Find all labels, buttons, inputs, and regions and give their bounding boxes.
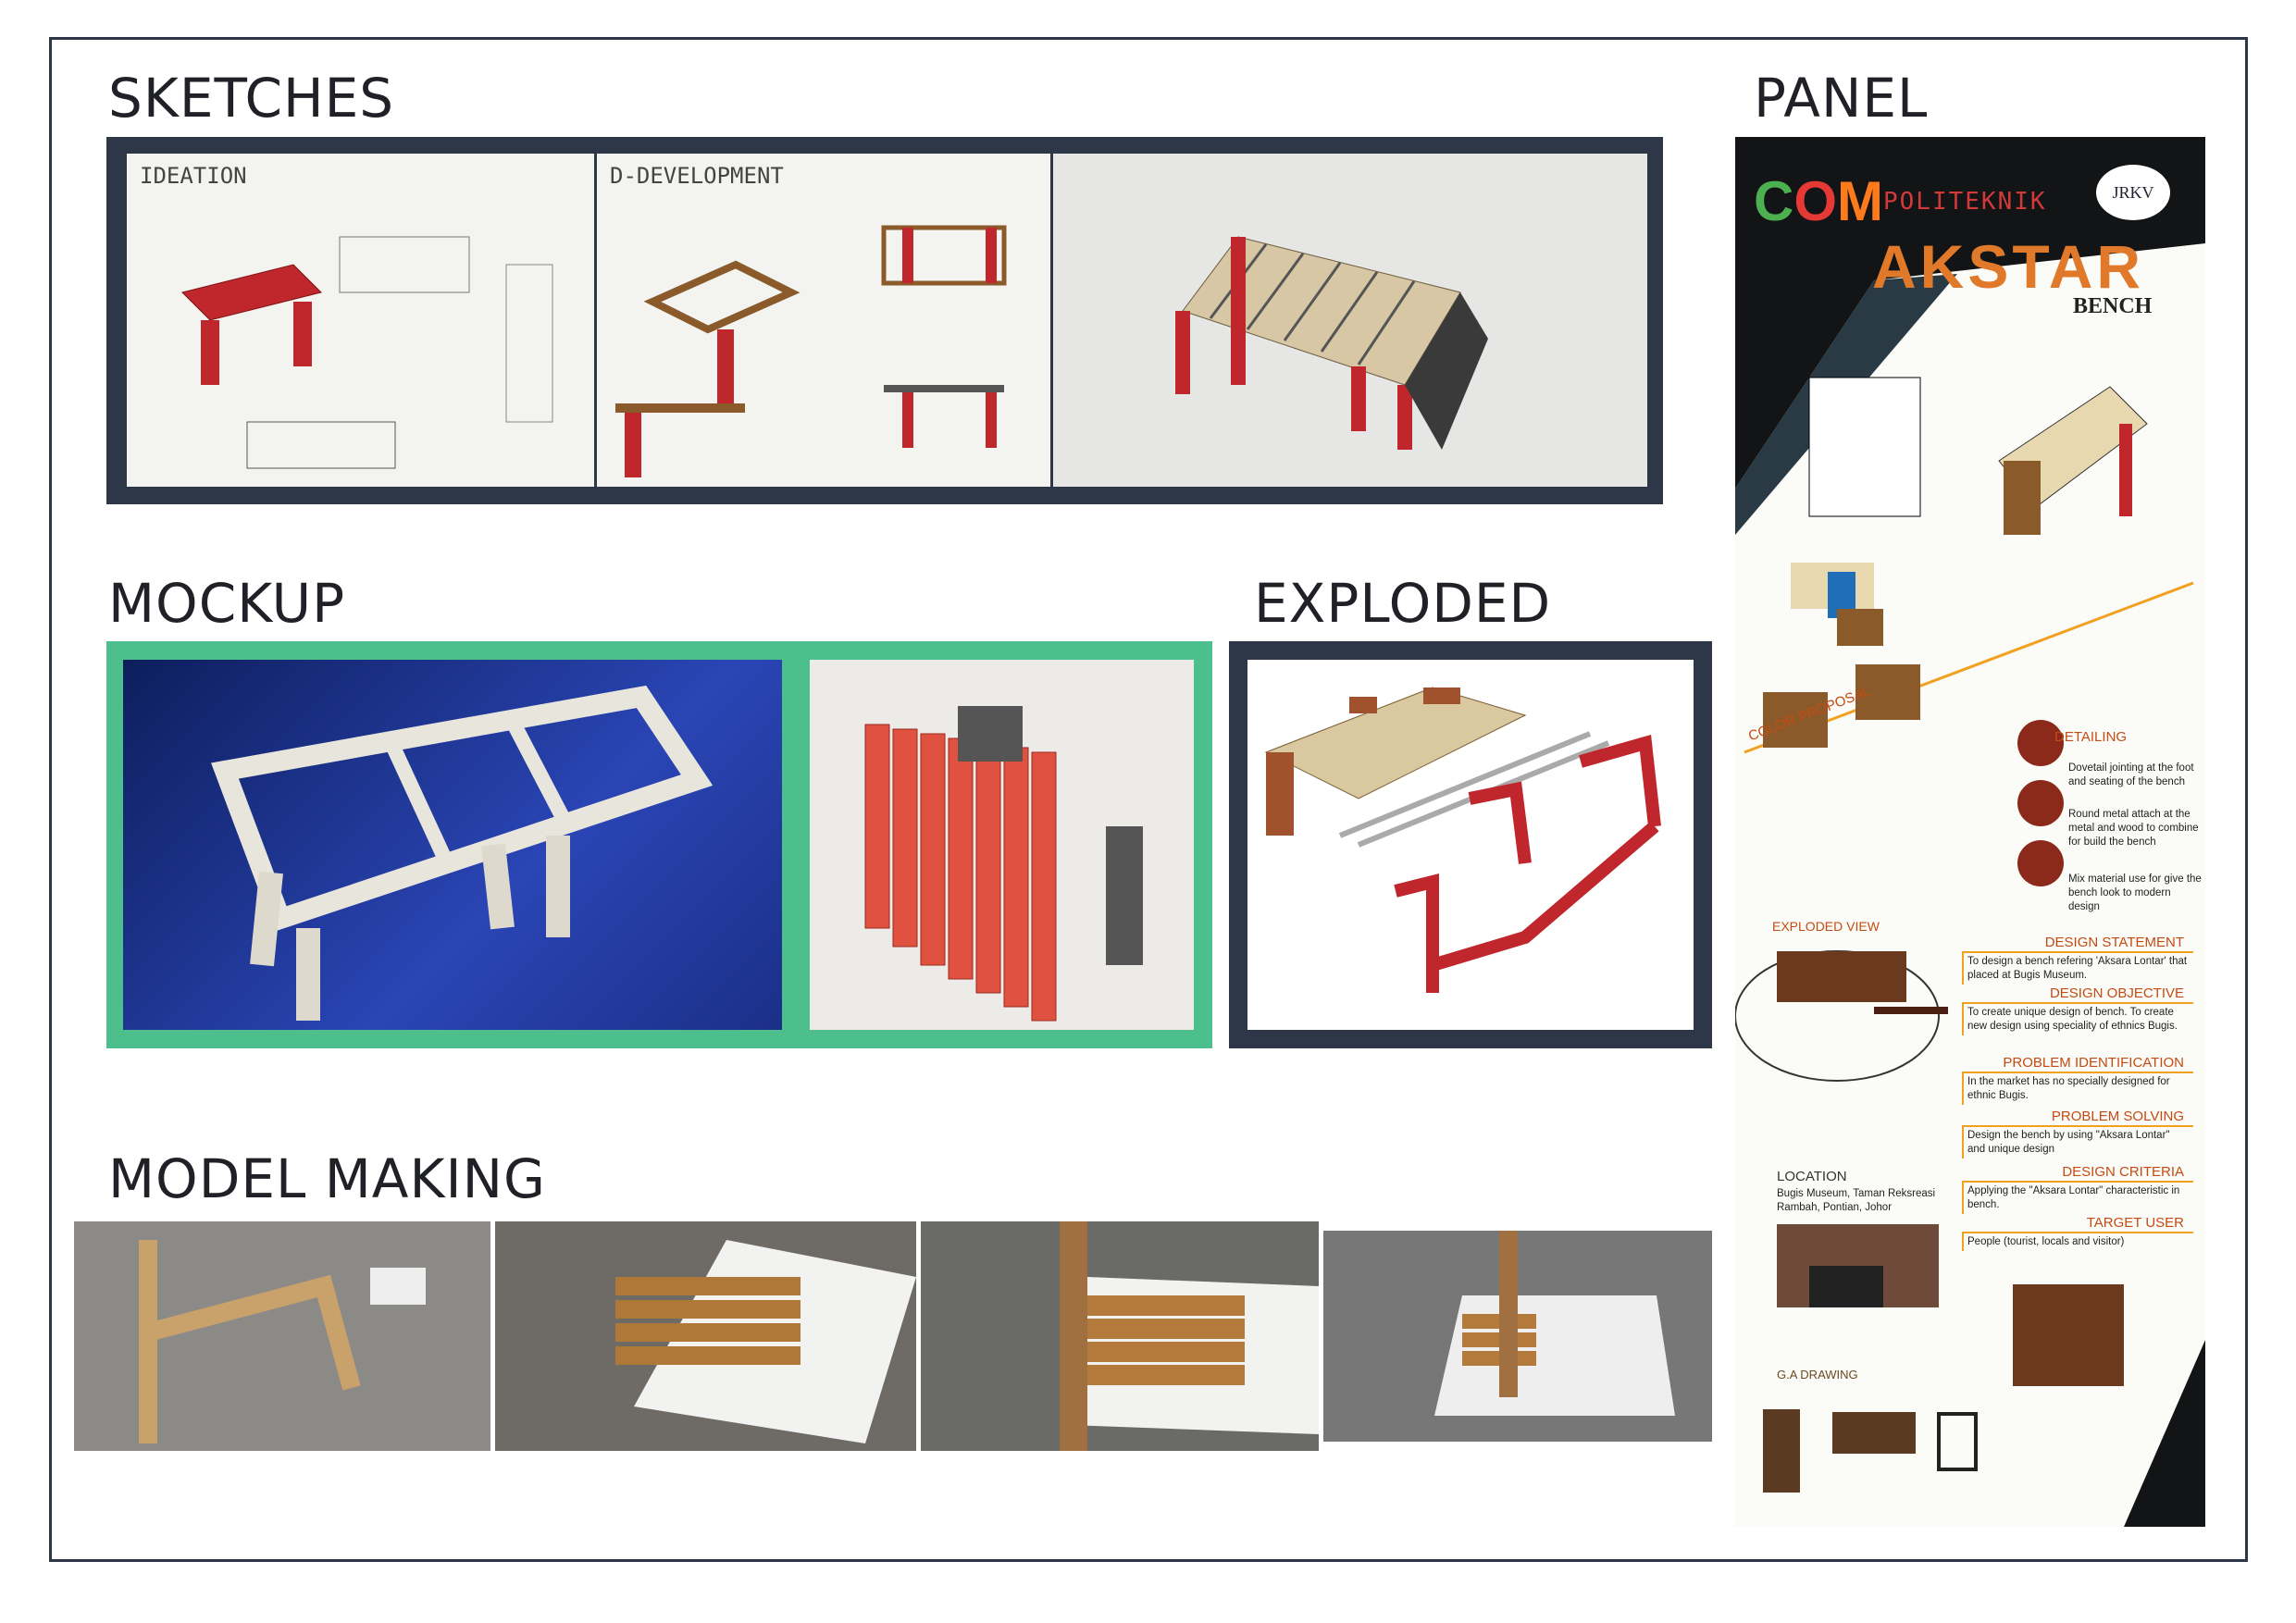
model-photo-4 xyxy=(1323,1231,1712,1442)
sketch-ideation: IDEATION xyxy=(127,154,594,487)
sketches-heading: SKETCHES xyxy=(108,67,395,130)
mockup-photo-slats xyxy=(810,660,1194,1030)
politeknik-logo: POLITEKNIK xyxy=(1883,188,2047,216)
exploded-view-label: EXPLODED VIEW xyxy=(1772,919,1880,934)
sketch-label: IDEATION xyxy=(140,163,247,189)
panel-background xyxy=(1735,137,2205,1527)
jrkv-badge: JRKV xyxy=(2096,165,2170,220)
sketch-label: D-DEVELOPMENT xyxy=(610,163,784,189)
detailing-label: DETAILING xyxy=(2054,729,2128,745)
model-making-strip xyxy=(74,1221,1712,1451)
white-frame-model xyxy=(211,685,714,1021)
panel-heading: PANEL xyxy=(1754,67,1929,130)
mockup-frame xyxy=(106,641,1212,1048)
viscom-logo: COM xyxy=(1754,170,1883,232)
sketches-strip: IDEATION D-DEVELOPMENT xyxy=(106,137,1663,504)
location-text: Bugis Museum, Taman Reksreasi Rambah, Po… xyxy=(1777,1188,1936,1213)
panel-subtitle: BENCH xyxy=(2073,294,2153,318)
detail-text: Round metal attach at the metal and wood… xyxy=(2068,809,2199,848)
detail-text: Dovetail jointing at the foot and seatin… xyxy=(2068,762,2194,787)
mockup-heading: MOCKUP xyxy=(108,572,346,635)
red-slat-model xyxy=(864,706,1143,1022)
model-making-heading: MODEL MAKING xyxy=(108,1147,546,1210)
ideation-drawing xyxy=(181,236,553,469)
model-photo-3 xyxy=(921,1221,1319,1451)
panel-title: AKSTAR xyxy=(1872,232,2145,301)
exploded-drawing xyxy=(1247,660,1694,1030)
location-label: LOCATION xyxy=(1777,1169,1847,1184)
exploded-bench-drawing xyxy=(1264,687,1661,993)
sketch-render xyxy=(1053,154,1647,487)
exploded-frame xyxy=(1229,641,1712,1048)
mockup-photo-frame xyxy=(123,660,782,1030)
development-drawing xyxy=(615,225,1007,477)
sketch-development: D-DEVELOPMENT xyxy=(597,154,1050,487)
detail-text: Mix material use for give the bench look… xyxy=(2068,873,2202,912)
model-photo-2 xyxy=(495,1221,916,1451)
bench-render xyxy=(1175,236,1488,450)
presentation-panel: COM POLITEKNIK JRKV AKSTAR BENCH COLOR P… xyxy=(1735,137,2205,1527)
ga-drawing-label: G.A DRAWING xyxy=(1777,1368,1858,1381)
page-border xyxy=(49,37,2248,1562)
model-photo-1 xyxy=(74,1221,490,1451)
exploded-heading: EXPLODED xyxy=(1254,572,1552,635)
